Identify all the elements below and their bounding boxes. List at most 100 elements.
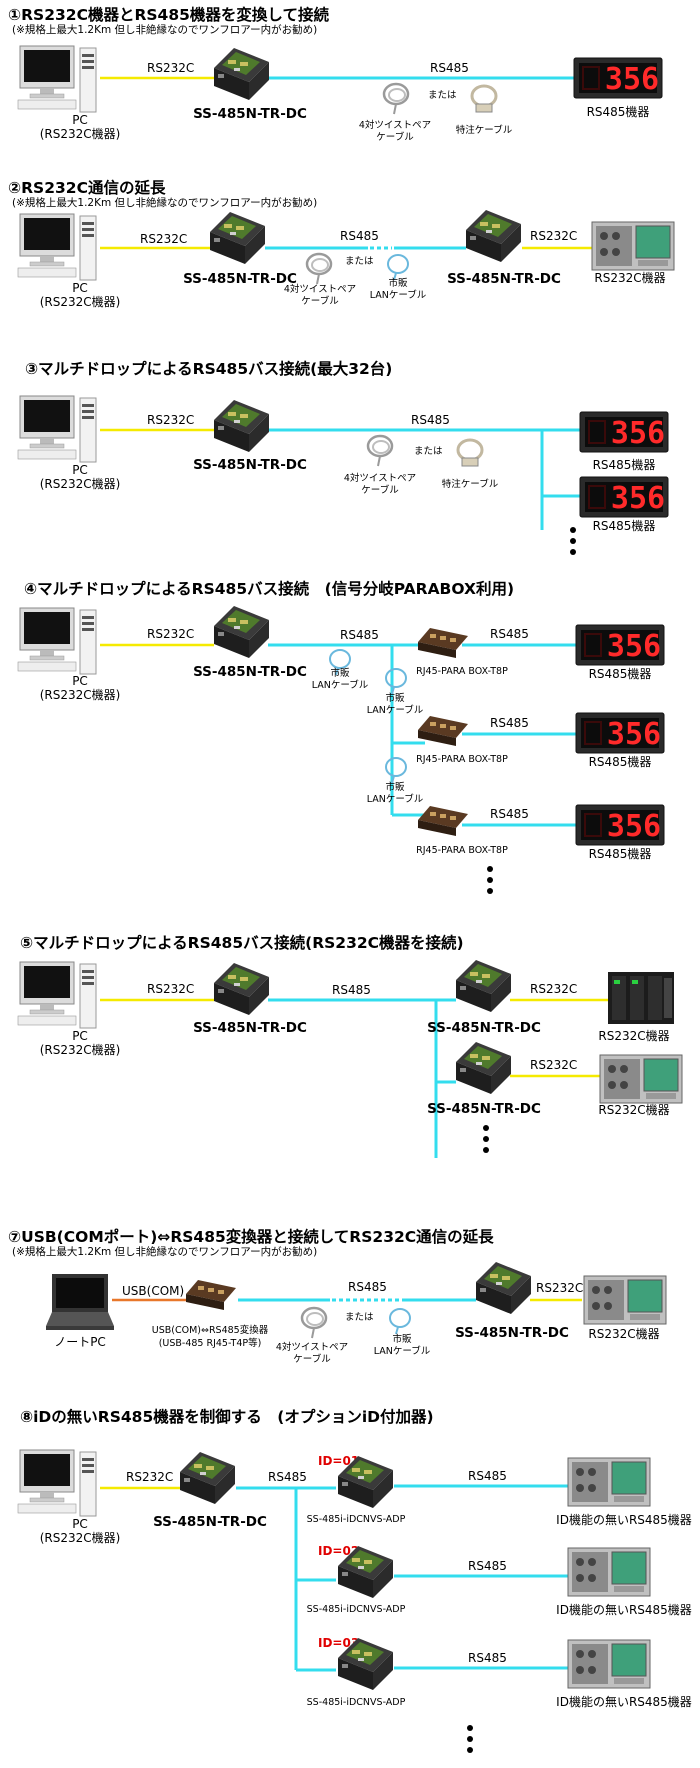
pc-icon: [17, 607, 97, 675]
id-label: ID=02: [318, 1544, 359, 1558]
usb-converter-sublabel: (USB-485 RJ45-T4P等): [159, 1337, 262, 1349]
rs232c-label: RS232C: [147, 627, 194, 641]
rs232c-b-label: RS232C: [530, 1058, 577, 1072]
converter-icon: [214, 963, 269, 1015]
converter-b-label: SS-485N-TR-DC: [427, 1101, 541, 1117]
notebook-pc-icon: [46, 1274, 114, 1330]
rs485-label: RS485: [430, 61, 469, 75]
pc-label: PC: [72, 281, 88, 295]
converter-icon: [214, 48, 269, 100]
rs485-main-label: RS485: [340, 628, 379, 642]
pc-label: PC: [72, 1029, 88, 1043]
converter-icon: [214, 400, 269, 452]
converter-icon: [476, 1262, 531, 1314]
led-digits: 356: [607, 809, 661, 844]
lan-cable-icon: [385, 668, 407, 695]
converter-label: SS-485N-TR-DC: [193, 106, 307, 122]
device-label: RS232C機器: [588, 1326, 659, 1341]
rs485-label: RS485: [411, 413, 450, 427]
id-adapter-label: SS-485i-iDCNVS-ADP: [307, 1604, 406, 1615]
converter-left-icon: [210, 212, 265, 264]
device-label: RS232C機器: [594, 270, 665, 285]
lan-label: 市販: [385, 781, 405, 793]
pc-label: PC: [72, 113, 88, 127]
converter-right-label: SS-485N-TR-DC: [447, 271, 561, 287]
converter-icon: [180, 1452, 235, 1504]
pc-sublabel: (RS232C機器): [40, 1530, 121, 1545]
rs232c-right-label: RS232C: [530, 229, 577, 243]
id-label: ID=03: [318, 1636, 359, 1650]
lan-label: 市販: [385, 692, 405, 704]
rs485-label: RS485: [348, 1280, 387, 1294]
device-a-label: RS232C機器: [598, 1028, 669, 1043]
section-7-note: (※規格上最大1.2Km 但し非絶縁なのでワンフロアー内がお勧め): [12, 1245, 317, 1258]
or-label: または: [345, 256, 374, 267]
section-1: ①RS232C機器とRS485機器を変換して接続 (※規格上最大1.2Km 但し…: [8, 5, 663, 143]
lan-cable-icon: [387, 254, 409, 281]
parabox-label: RJ45-PARA BOX-T8P: [416, 666, 508, 677]
lan-sublabel: LANケーブル: [312, 679, 369, 691]
converter-right-icon: [466, 210, 521, 262]
rs232c-device-icon: [583, 1275, 667, 1325]
device-label: RS485機器: [593, 457, 656, 472]
led-digits: 356: [611, 416, 665, 451]
device-label: ID機能の無いRS485機器: [556, 1602, 692, 1617]
section-3: ③マルチドロップによるRS485バス接続(最大32台) PC (RS232C機器…: [17, 359, 669, 555]
section-2-note: (※規格上最大1.2Km 但し非絶縁なのでワンフロアー内がお勧め): [12, 196, 317, 209]
pc-label: PC: [72, 1517, 88, 1531]
section-5-title: ⑤マルチドロップによるRS485バス接続(RS232C機器を接続): [20, 933, 464, 952]
twisted-pair-cable-icon: [382, 82, 410, 116]
parabox-icon: [418, 806, 468, 836]
cable-b-label: 特注ケーブル: [442, 478, 499, 490]
rs485-label: RS485: [490, 627, 529, 641]
converter-label: SS-485N-TR-DC: [153, 1514, 267, 1530]
pc-sublabel: (RS232C機器): [40, 476, 121, 491]
or-label: または: [414, 446, 443, 457]
lan-sublabel: LANケーブル: [367, 793, 424, 805]
section-4-title: ④マルチドロップによるRS485バス接続 (信号分岐PARABOX利用): [24, 579, 514, 598]
pc-sublabel: (RS232C機器): [40, 294, 121, 309]
or-label: または: [428, 90, 457, 101]
rs232c-left-label: RS232C: [140, 232, 187, 246]
lan-sublabel: LANケーブル: [367, 704, 424, 716]
more-dots-icon: [487, 866, 493, 894]
rs232c-label: RS232C: [147, 61, 194, 75]
cable-a-sublabel: ケーブル: [361, 484, 399, 496]
rs485-main-label: RS485: [268, 1470, 307, 1484]
pc-icon: [17, 395, 97, 463]
led-digits: 356: [611, 481, 665, 516]
led-digits: 356: [607, 717, 661, 752]
parabox-icon: [418, 716, 468, 746]
device-label: ID機能の無いRS485機器: [556, 1694, 692, 1709]
cable-a-label: 4対ツイストペア: [284, 283, 356, 295]
rs232c-a-label: RS232C: [530, 982, 577, 996]
pc-sublabel: (RS232C機器): [40, 126, 121, 141]
section-1-note: (※規格上最大1.2Km 但し非絶縁なのでワンフロアー内がお勧め): [12, 23, 317, 36]
rs485-device-icon: [567, 1639, 651, 1689]
lan-cable-icon: [385, 757, 407, 784]
cable-a-sublabel: ケーブル: [293, 1353, 331, 1365]
device-label: ID機能の無いRS485機器: [556, 1512, 692, 1527]
led-digits: 356: [605, 62, 659, 97]
lan-cable-icon: [389, 1308, 411, 1335]
rs485-label: RS485: [340, 229, 379, 243]
custom-cable-icon: [470, 84, 498, 114]
plc-device-icon: [608, 972, 674, 1024]
section-2-title: ②RS232C通信の延長: [8, 178, 166, 197]
rs485-label: RS485: [468, 1469, 507, 1483]
lan-label: 市販: [330, 667, 350, 679]
rs485-label: RS485: [332, 983, 371, 997]
device-label: RS485機器: [589, 666, 652, 681]
section-7-title: ⑦USB(COMポート)⇔RS485変換器と接続してRS232C通信の延長: [8, 1227, 494, 1246]
device-label: RS485機器: [589, 846, 652, 861]
twisted-pair-cable-icon: [300, 1306, 328, 1340]
converter-label: SS-485N-TR-DC: [193, 457, 307, 473]
cable-a-sublabel: ケーブル: [376, 131, 414, 143]
pc-icon: [17, 961, 97, 1029]
pc-icon: [17, 213, 97, 281]
cable-b-label: 市販: [388, 277, 408, 289]
rs232c-device-icon: [599, 1054, 683, 1104]
id-adapter-label: SS-485i-iDCNVS-ADP: [307, 1697, 406, 1708]
pc-icon: [17, 1449, 97, 1517]
cable-a-label: 4対ツイストペア: [359, 119, 431, 131]
